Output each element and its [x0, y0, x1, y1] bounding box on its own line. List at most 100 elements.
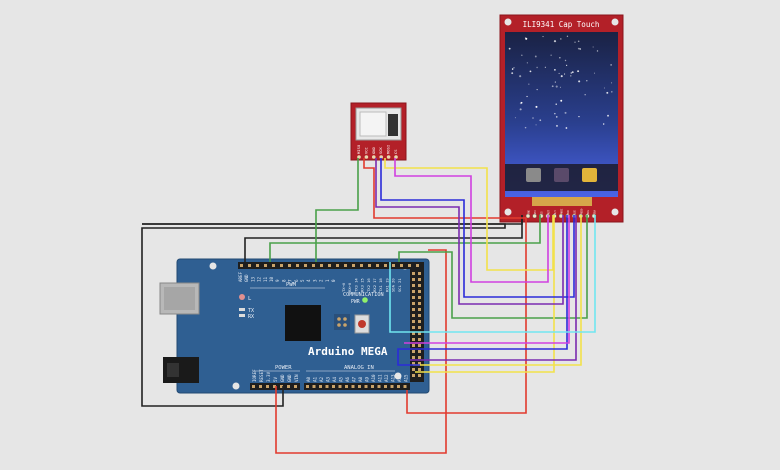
dock-app-icon[interactable]: [554, 168, 569, 182]
sd-pin[interactable]: [372, 155, 376, 159]
header-pin[interactable]: [412, 344, 415, 347]
header-pin[interactable]: [412, 308, 415, 311]
header-pin[interactable]: [351, 385, 355, 388]
header-pin[interactable]: [384, 385, 387, 388]
wire-black-tft-gnd[interactable]: [142, 215, 523, 225]
header-pin[interactable]: [352, 264, 355, 267]
header-pin[interactable]: [412, 368, 415, 371]
header-pin[interactable]: [345, 385, 348, 388]
sd-pin[interactable]: [386, 155, 391, 159]
sd-pin[interactable]: [364, 155, 369, 159]
header-pin[interactable]: [344, 264, 347, 267]
header-pin[interactable]: [392, 264, 395, 267]
wire-black-gnd-board[interactable]: [244, 215, 523, 262]
header-pin[interactable]: [280, 385, 283, 388]
header-pin[interactable]: [336, 264, 339, 267]
header-pin[interactable]: [403, 385, 407, 388]
header-pin[interactable]: [418, 368, 421, 371]
header-pin[interactable]: [408, 264, 411, 267]
header-pin[interactable]: [312, 385, 316, 388]
header-pin[interactable]: [418, 284, 421, 287]
header-pin[interactable]: [358, 385, 361, 388]
header-pin[interactable]: [360, 264, 363, 267]
header-pin[interactable]: [418, 314, 421, 317]
header-pin[interactable]: [412, 320, 415, 323]
header-pin[interactable]: [412, 314, 415, 317]
header-pin[interactable]: [418, 362, 421, 365]
header-pin[interactable]: [332, 385, 335, 388]
sd-pin[interactable]: [357, 155, 361, 159]
header-pin[interactable]: [412, 284, 415, 287]
header-pin[interactable]: [412, 332, 415, 335]
dock-app-icon[interactable]: [582, 168, 597, 182]
header-pin[interactable]: [418, 308, 421, 311]
wire-magenta-sd[interactable]: [394, 158, 549, 283]
header-pin[interactable]: [412, 278, 415, 281]
header-pin[interactable]: [328, 264, 331, 267]
dock-app-icon[interactable]: [526, 168, 541, 182]
header-pin[interactable]: [412, 338, 415, 341]
header-pin[interactable]: [377, 385, 381, 388]
header-pin[interactable]: [272, 264, 275, 267]
header-pin[interactable]: [320, 264, 323, 267]
wire-yellow-sd[interactable]: [384, 158, 554, 271]
header-pin[interactable]: [376, 264, 379, 267]
header-pin[interactable]: [418, 272, 421, 275]
header-pin[interactable]: [296, 264, 299, 267]
header-pin[interactable]: [412, 362, 415, 365]
header-pin[interactable]: [418, 278, 421, 281]
sd-pin[interactable]: [379, 155, 384, 159]
header-pin[interactable]: [418, 290, 421, 293]
header-pin[interactable]: [418, 320, 421, 323]
header-pin[interactable]: [287, 385, 290, 388]
header-pin[interactable]: [400, 264, 403, 267]
header-pin[interactable]: [418, 374, 421, 377]
wire-yellow-analog[interactable]: [415, 215, 555, 373]
wire-green-sd[interactable]: [315, 158, 359, 262]
header-pin[interactable]: [418, 344, 421, 347]
header-pin[interactable]: [416, 264, 419, 267]
header-pin[interactable]: [280, 264, 283, 267]
header-pin[interactable]: [252, 385, 255, 388]
header-pin[interactable]: [266, 385, 269, 388]
header-pin[interactable]: [325, 385, 329, 388]
header-pin[interactable]: [304, 264, 307, 267]
header-pin[interactable]: [418, 338, 421, 341]
header-pin[interactable]: [412, 296, 415, 299]
wire-green-right[interactable]: [398, 215, 588, 319]
header-pin[interactable]: [412, 302, 415, 305]
wire-magenta-bottom[interactable]: [404, 215, 570, 344]
wire-red-power[interactable]: [275, 249, 447, 454]
header-pin[interactable]: [412, 326, 415, 329]
header-pin[interactable]: [248, 264, 251, 267]
header-pin[interactable]: [273, 385, 276, 388]
header-pin[interactable]: [397, 385, 400, 388]
wire-purple-bottom[interactable]: [410, 215, 577, 361]
header-pin[interactable]: [259, 385, 262, 388]
header-pin[interactable]: [288, 264, 291, 267]
header-pin[interactable]: [418, 356, 421, 359]
header-pin[interactable]: [412, 272, 415, 275]
header-pin[interactable]: [338, 385, 342, 388]
wire-cyan[interactable]: [389, 215, 596, 333]
wire-yellow-right[interactable]: [413, 215, 582, 366]
header-pin[interactable]: [240, 264, 243, 267]
tft-pin[interactable]: [525, 213, 531, 219]
header-pin[interactable]: [412, 290, 415, 293]
wire-red-sd-vcc[interactable]: [363, 158, 527, 414]
header-pin[interactable]: [364, 385, 368, 388]
header-pin[interactable]: [256, 264, 259, 267]
header-pin[interactable]: [319, 385, 322, 388]
wire-purple-sd[interactable]: [375, 158, 564, 305]
header-pin[interactable]: [390, 385, 394, 388]
header-pin[interactable]: [312, 264, 315, 267]
header-pin[interactable]: [412, 356, 415, 359]
wire-green-tft[interactable]: [269, 215, 541, 262]
header-pin[interactable]: [418, 302, 421, 305]
header-pin[interactable]: [294, 385, 297, 388]
header-pin[interactable]: [384, 264, 387, 267]
header-pin[interactable]: [371, 385, 374, 388]
header-pin[interactable]: [418, 296, 421, 299]
header-pin[interactable]: [306, 385, 309, 388]
